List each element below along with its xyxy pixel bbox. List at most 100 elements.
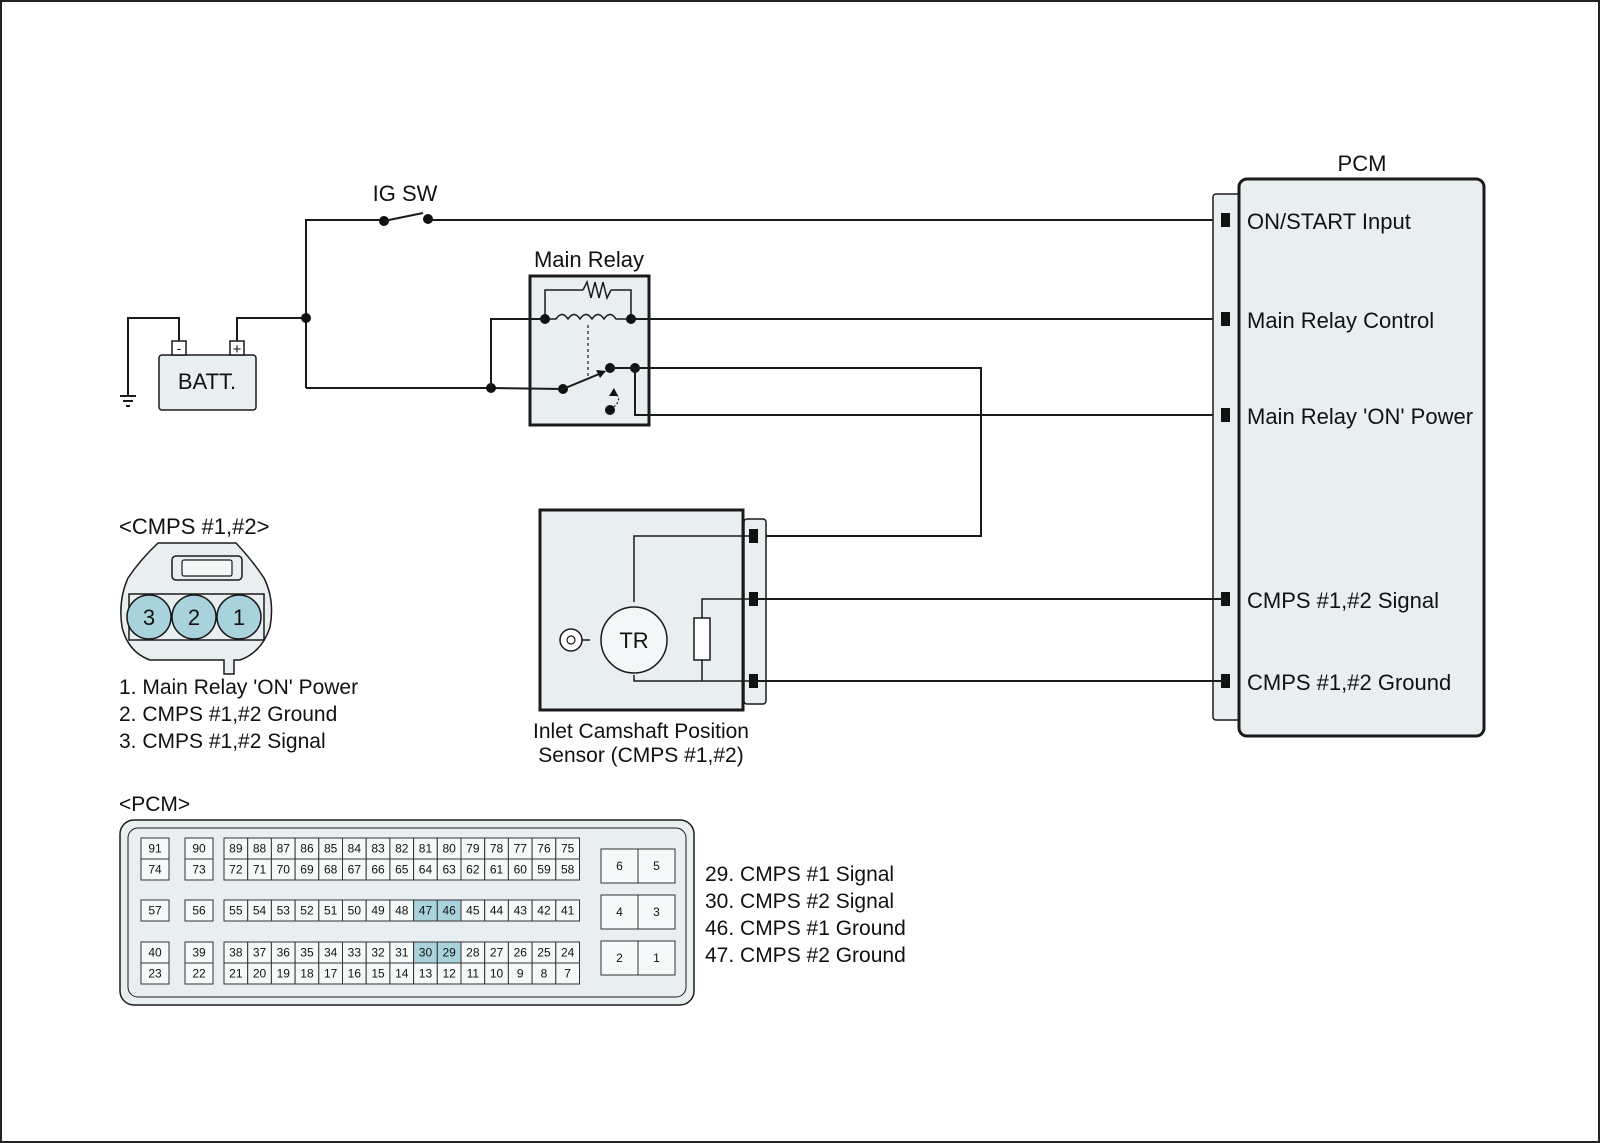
pcm-pin-number: 6 (616, 859, 623, 873)
pcm-pin-main-relay-control: Main Relay Control (1247, 308, 1434, 333)
pcm-pin-cell (184, 858, 214, 881)
pcm-pin-number: 88 (253, 842, 267, 856)
ig-switch: IG SW (373, 181, 438, 226)
pcm-pin-number: 30 (419, 946, 433, 960)
pcm-pin-number: 75 (561, 842, 575, 856)
pcm-pin-number: 82 (395, 842, 409, 856)
pcm-pin-number: 90 (192, 842, 206, 856)
pcm-pin-number: 11 (467, 967, 480, 981)
pcm-pin-number: 31 (395, 946, 409, 960)
pcm-pin-cell (555, 962, 580, 985)
pcm-pin-number: 91 (148, 842, 162, 856)
pcm-pin-number: 15 (371, 967, 385, 981)
pcm-pin-number: 54 (253, 904, 267, 918)
pcm-pin-number: 81 (419, 842, 433, 856)
pcm-pin-number: 1 (653, 951, 660, 965)
pcm-pin-number: 3 (653, 905, 660, 919)
pcm-pin-number: 72 (229, 863, 243, 877)
pcm-pin-number: 40 (148, 946, 162, 960)
pcm-pin-number: 16 (348, 967, 362, 981)
pcm-connector-title: <PCM> (119, 793, 190, 816)
pcm-pin-number: 9 (517, 967, 524, 981)
pcm-pin-number: 49 (371, 904, 385, 918)
pcm-pin-number: 32 (371, 946, 385, 960)
battery-pos-label: + (233, 341, 242, 358)
pcm-pin-number: 10 (490, 967, 504, 981)
pcm-pin-number: 55 (229, 904, 243, 918)
pcm-pin-number: 23 (148, 967, 162, 981)
pcm-pin-number: 20 (253, 967, 267, 981)
pcm-pin-number: 86 (300, 842, 314, 856)
cmps-pin-1: 1 (233, 605, 245, 630)
pcm-pin-number: 69 (300, 863, 314, 877)
pcm-pin-cell (140, 962, 170, 985)
cmps-connector: <CMPS #1,#2> 3 2 1 1. Main Relay 'ON' Po… (119, 514, 358, 753)
cmps-connector-title: <CMPS #1,#2> (119, 514, 269, 539)
pcm-pin-cell (184, 962, 214, 985)
pcm-pin-cell (555, 899, 580, 922)
pcm-pin-number: 38 (229, 946, 243, 960)
pcm-pin-number: 79 (466, 842, 480, 856)
main-relay-label: Main Relay (534, 247, 644, 272)
pcm-pin-number: 39 (192, 946, 206, 960)
pcm-pin-number: 33 (348, 946, 362, 960)
pcm-pin-number: 61 (490, 863, 504, 877)
pcm-pin-number: 60 (514, 863, 528, 877)
pcm-pin-number: 80 (442, 842, 456, 856)
pcm-pin-cell (555, 858, 580, 881)
pcm-pin-number: 70 (277, 863, 291, 877)
ig-sw-label: IG SW (373, 181, 438, 206)
pcm-pin-cell (637, 940, 676, 976)
pcm-pin-cell (600, 894, 639, 930)
pcm-pin-number: 4 (616, 905, 623, 919)
pcm-pin-number: 35 (300, 946, 314, 960)
pcm-pin-number: 71 (253, 863, 267, 877)
pcm-pin-cmps-ground: CMPS #1,#2 Ground (1247, 670, 1451, 695)
pcm-pin-number: 24 (561, 946, 575, 960)
pcm-pin-number: 48 (395, 904, 409, 918)
pcm-title: PCM (1338, 151, 1387, 176)
pcm-pin-number: 21 (229, 967, 243, 981)
pcm-pin-number: 14 (395, 967, 409, 981)
pcm-pin-number: 34 (324, 946, 338, 960)
sensor-caption-line1: Inlet Camshaft Position (533, 720, 749, 743)
pcm-legend-1: 29. CMPS #1 Signal (705, 863, 894, 886)
pcm-pin-number: 43 (514, 904, 528, 918)
pcm-pin-number: 42 (537, 904, 551, 918)
pcm-pin-number: 37 (253, 946, 267, 960)
pcm-pin-number: 27 (490, 946, 504, 960)
pcm-pin-number: 29 (442, 946, 456, 960)
pcm-pin-number: 47 (419, 904, 433, 918)
pcm-pin-number: 12 (442, 967, 456, 981)
pcm-pin-number: 83 (371, 842, 385, 856)
pcm-pin-number: 41 (561, 904, 575, 918)
pcm-pin-number: 58 (561, 863, 575, 877)
pcm-pin-number: 67 (348, 863, 362, 877)
ground-symbol (120, 317, 180, 407)
pcm-pin-number: 64 (419, 863, 433, 877)
pcm-pin-cell (637, 894, 676, 930)
pcm-pin-number: 56 (192, 904, 206, 918)
pcm-pin-number: 22 (192, 967, 206, 981)
cmps-pin-3: 3 (143, 605, 155, 630)
pcm-pin-number: 68 (324, 863, 338, 877)
battery: - + BATT. (158, 340, 257, 411)
pcm-pin-number: 73 (192, 863, 206, 877)
pcm-pin-cell (600, 940, 639, 976)
pcm-pin-number: 7 (564, 967, 571, 981)
pcm-pin-number: 74 (148, 863, 162, 877)
cmps-legend-3: 3. CMPS #1,#2 Signal (119, 730, 326, 753)
pcm-pin-number: 2 (616, 951, 623, 965)
pcm-legend-2: 30. CMPS #2 Signal (705, 890, 894, 913)
pcm-pin-cell (184, 899, 214, 922)
pcm-pin-number: 25 (537, 946, 551, 960)
pcm-pin-number: 63 (442, 863, 456, 877)
pcm-pin-number: 50 (348, 904, 362, 918)
pcm-pin-cell (600, 848, 639, 884)
pcm-pin-number: 59 (537, 863, 551, 877)
pcm-pin-number: 65 (395, 863, 409, 877)
pcm-pin-number: 87 (277, 842, 291, 856)
